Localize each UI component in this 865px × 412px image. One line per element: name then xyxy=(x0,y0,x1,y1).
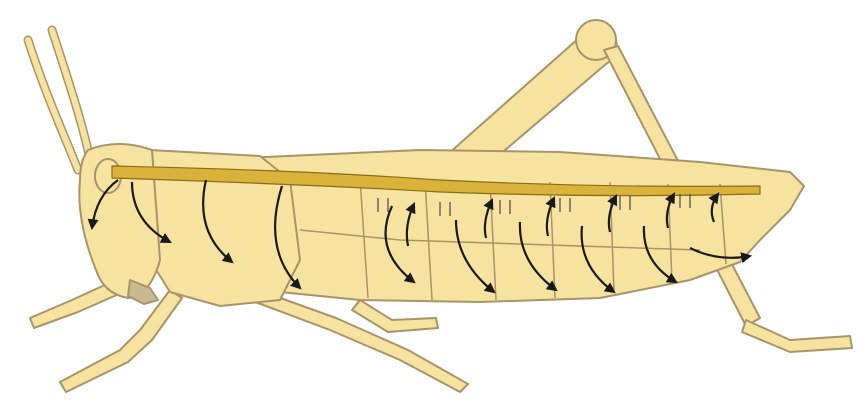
antennae xyxy=(28,30,92,170)
